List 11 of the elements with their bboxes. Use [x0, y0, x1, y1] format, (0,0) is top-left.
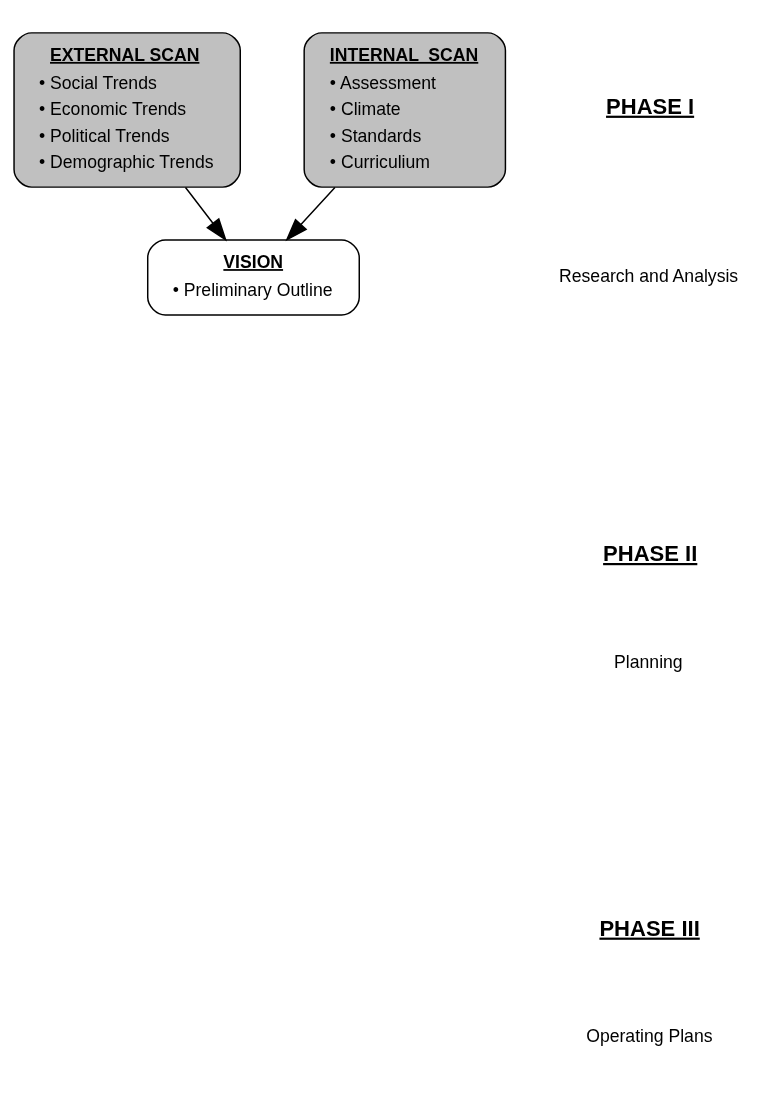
label: PHASE II: [603, 540, 698, 566]
label: Research and Analysis: [559, 265, 739, 286]
node-box: VISION • Preliminary Outline: [147, 238, 360, 316]
node-box: INTERNAL SCAN • Assessment • Climate • Standards • Curriculium: [303, 31, 507, 188]
arrow: [285, 186, 336, 241]
label: PHASE III: [599, 915, 700, 941]
label: Operating Plans: [586, 1025, 713, 1046]
arrow: [184, 186, 227, 241]
label: PHASE I: [606, 93, 695, 119]
label: Planning: [614, 651, 683, 672]
node-box: EXTERNAL SCAN • Social Trends • Economic Trends • Political Trends • Demographic Trends: [13, 31, 241, 188]
